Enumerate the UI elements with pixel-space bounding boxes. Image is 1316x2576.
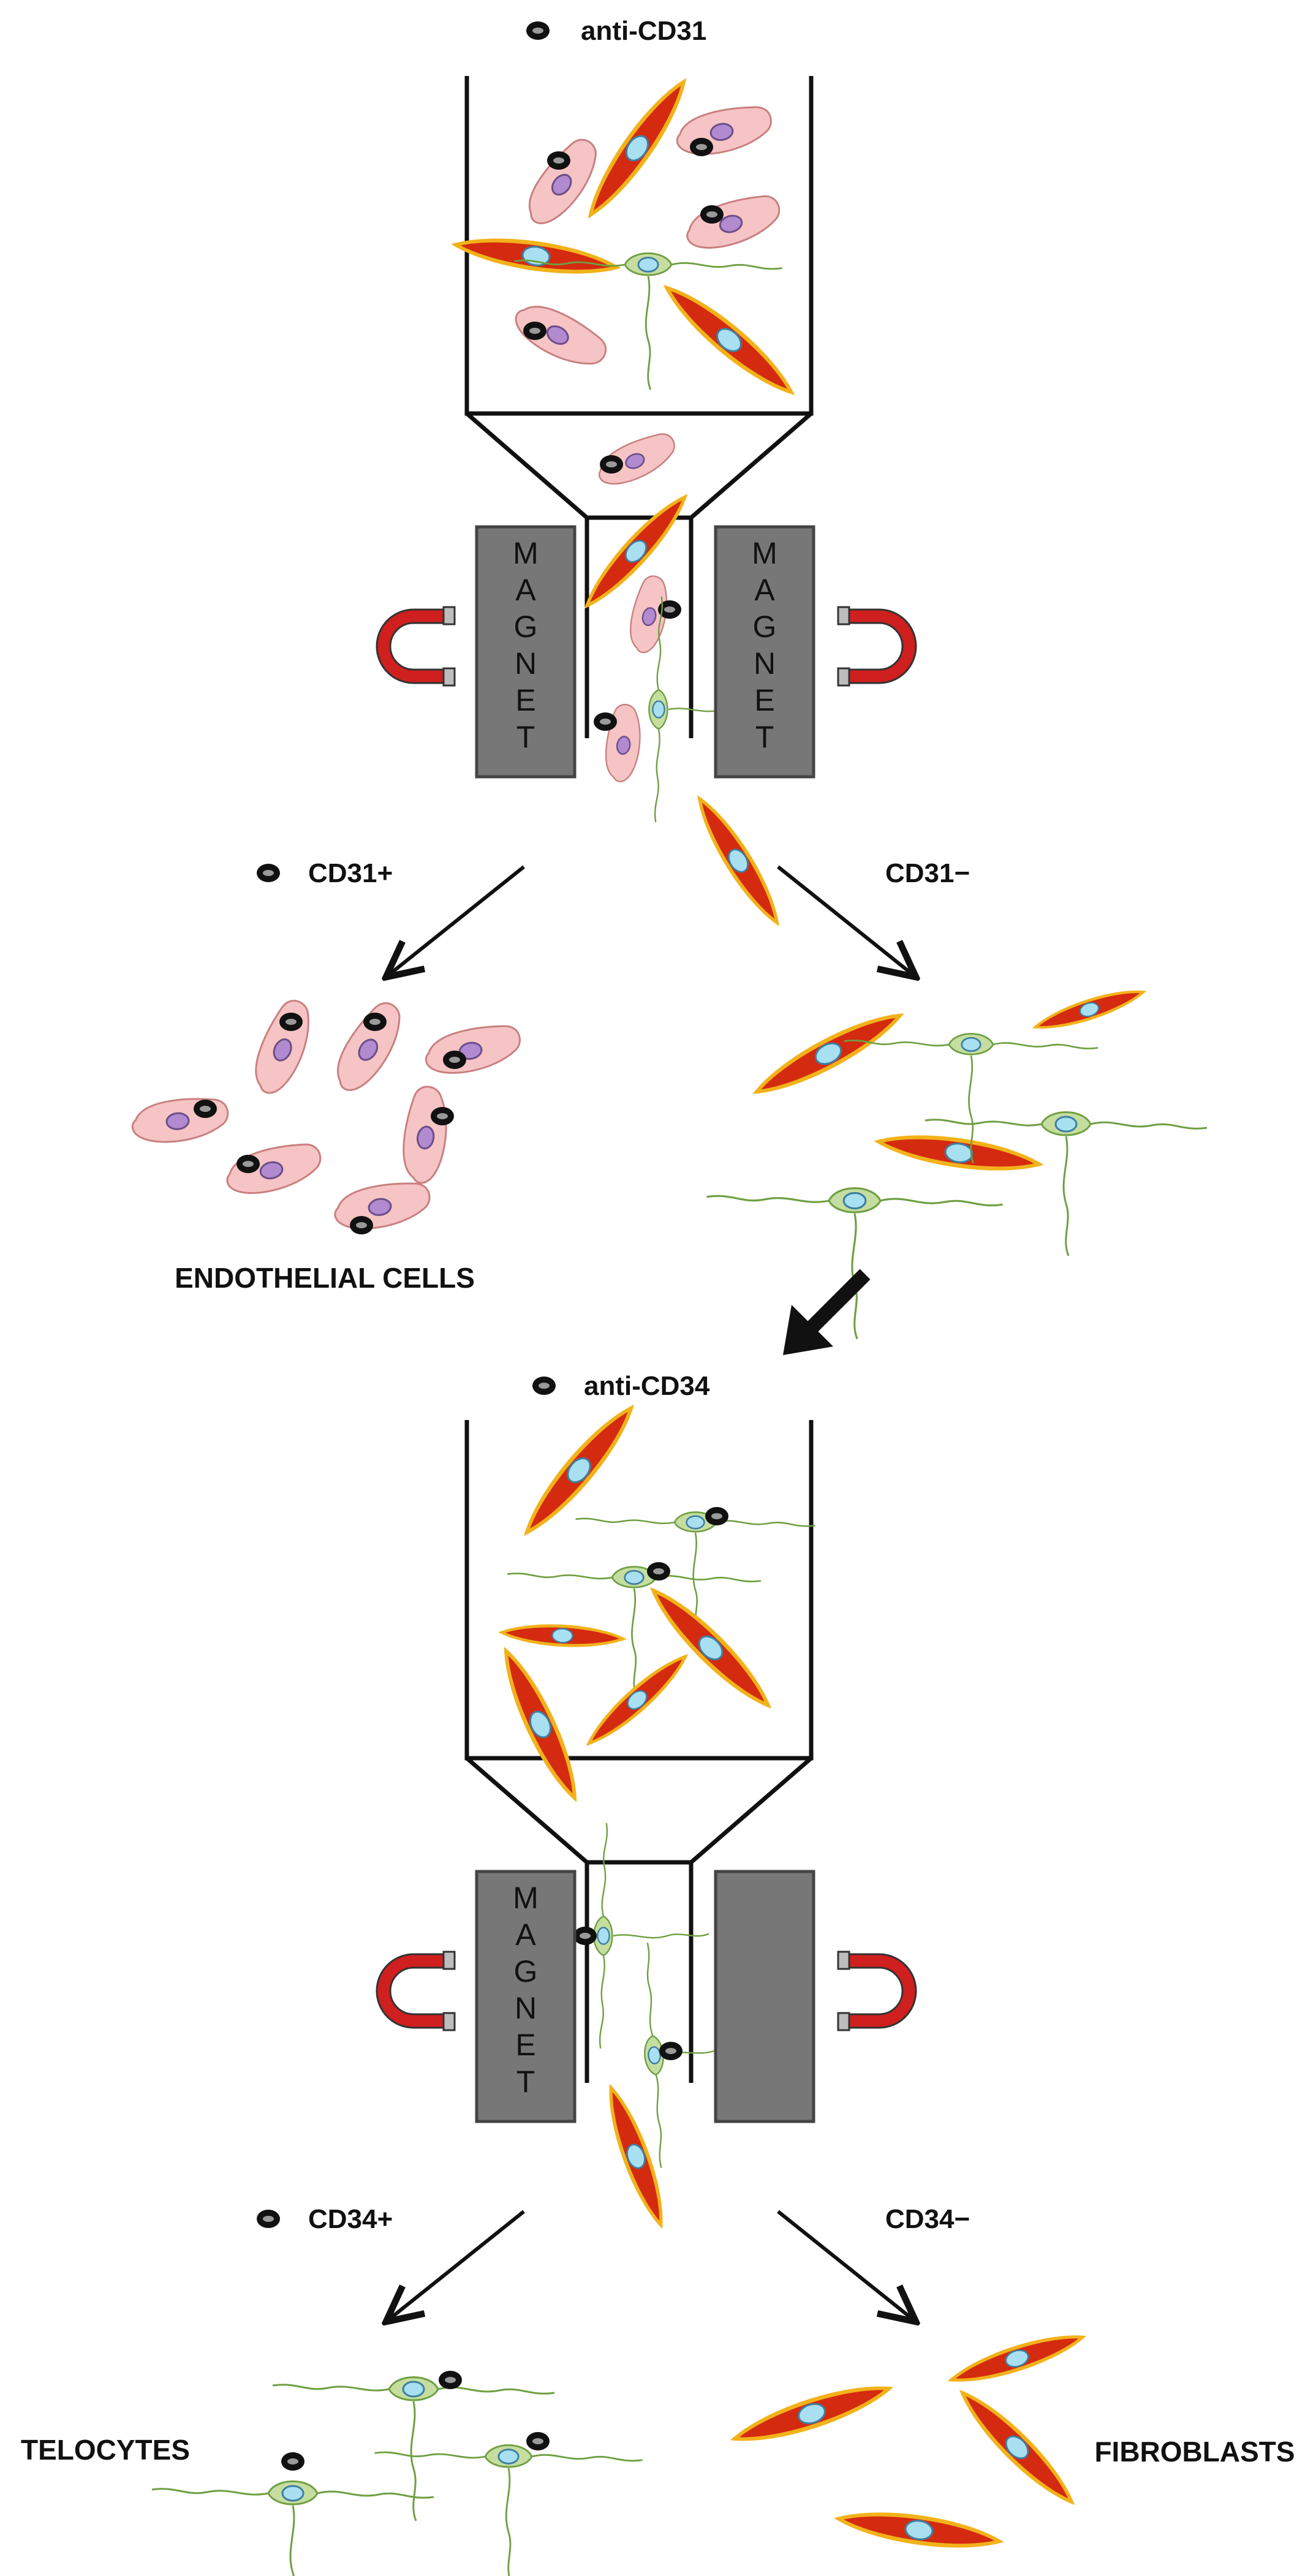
fibroblast-cluster <box>724 2323 1091 2558</box>
bead-icon <box>532 1377 556 1395</box>
stage2-separation-column <box>464 1420 814 2083</box>
telocyte <box>374 2444 643 2576</box>
stage2-antibody-legend: anti-CD34 <box>532 1371 710 1401</box>
endothelial-cell <box>396 1083 455 1187</box>
endothelial-cell <box>507 293 613 379</box>
endothelial-cell <box>129 1095 231 1146</box>
arrow-negative <box>777 865 916 977</box>
stage2-antibody-label: anti-CD34 <box>584 1371 710 1401</box>
fibroblast <box>744 999 912 1108</box>
fibroblast <box>490 1639 591 1810</box>
fibroblast <box>652 273 806 407</box>
bead-icon <box>547 151 570 170</box>
fibroblast <box>1028 980 1151 1039</box>
bead-icon <box>526 21 550 40</box>
stage1-column-cells <box>448 69 806 934</box>
arrow-positive <box>386 865 525 977</box>
next-step-arrow <box>803 1269 871 1336</box>
fibroblast <box>724 2372 899 2455</box>
magnet-block-right <box>714 525 815 779</box>
bead-icon <box>526 2432 550 2450</box>
bead-icon <box>194 1100 217 1118</box>
bead-icon <box>600 455 623 474</box>
stage1-antibody-legend: anti-CD31 <box>526 16 706 46</box>
stage2-positive-result: TELOCYTES <box>21 2434 190 2466</box>
fibroblast <box>596 2078 676 2235</box>
fibroblast <box>871 1125 1047 1180</box>
endothelial-cell-cluster <box>129 994 525 1234</box>
stage1-positive-result: ENDOTHELIAL CELLS <box>175 1262 475 1294</box>
stage2-negative-result: FIBROBLASTS <box>1094 2436 1295 2468</box>
magnet-block-right <box>714 1870 815 2123</box>
bead-icon <box>523 322 546 340</box>
telocyte <box>151 2480 435 2576</box>
bead-icon <box>700 205 724 224</box>
endothelial-cell <box>323 995 415 1100</box>
stage1-positive-label: CD31+ <box>308 858 393 888</box>
next-step-arrowhead <box>783 1305 833 1355</box>
bead-icon <box>573 1927 597 1945</box>
bead-icon <box>257 864 280 882</box>
magnet-block-left <box>475 1870 577 2123</box>
stage1-split-arrows <box>386 865 916 977</box>
bead-icon <box>659 2042 683 2060</box>
stage1-positive-legend: CD31+ <box>257 858 393 888</box>
stage1-negative-cluster <box>705 980 1208 1340</box>
arrow-positive <box>386 2210 525 2322</box>
bead-icon <box>279 1013 303 1031</box>
bead-icon <box>236 1155 260 1173</box>
endothelial-cell <box>672 101 776 161</box>
bead-icon <box>431 1107 454 1125</box>
fibroblast <box>497 1620 628 1651</box>
fibroblast <box>512 1394 646 1547</box>
horseshoe-magnet-icon <box>376 606 456 687</box>
bead-icon <box>594 712 617 731</box>
bead-icon <box>257 2210 280 2228</box>
stage2-positive-legend: CD34+ <box>257 2204 393 2234</box>
stage1-antibody-label: anti-CD31 <box>581 16 706 46</box>
fibroblast <box>573 484 698 619</box>
bead-icon <box>281 2452 304 2471</box>
endothelial-cell <box>421 1020 525 1079</box>
horseshoe-magnet-icon <box>837 606 917 687</box>
fibroblast <box>577 1644 697 1756</box>
endothelial-cell <box>221 1138 327 1201</box>
fibroblast <box>831 2502 1007 2558</box>
arrow-negative <box>777 2210 916 2322</box>
telocyte <box>705 1187 1004 1340</box>
fibroblast <box>638 1576 783 1720</box>
bead-icon <box>439 2371 462 2389</box>
stage2-positive-label: CD34+ <box>308 2204 393 2234</box>
fibroblast <box>948 2379 1086 2516</box>
stage1-negative-label: CD31− <box>885 858 970 888</box>
endothelial-cell <box>515 131 611 233</box>
fibroblast <box>943 2323 1091 2394</box>
fibroblast <box>685 787 792 934</box>
stage2-split-arrows <box>386 2210 916 2322</box>
stage2-negative-label: CD34− <box>885 2204 970 2234</box>
fibroblast <box>448 229 624 284</box>
bead-icon <box>363 1013 387 1031</box>
telocyte <box>924 1111 1208 1257</box>
bead-icon <box>350 1216 373 1234</box>
endothelial-cell <box>680 189 786 256</box>
magnet-block-left <box>475 525 577 779</box>
endothelial-cell <box>331 1178 434 1234</box>
bead-icon <box>647 1562 670 1581</box>
telocyte-cluster <box>151 2371 643 2576</box>
bead-icon <box>443 1051 466 1069</box>
bead-icon <box>690 138 713 156</box>
horseshoe-magnet-icon <box>837 1951 917 2031</box>
horseshoe-magnet-icon <box>376 1951 456 2031</box>
bead-icon <box>705 1507 728 1525</box>
endothelial-cell <box>243 994 323 1101</box>
